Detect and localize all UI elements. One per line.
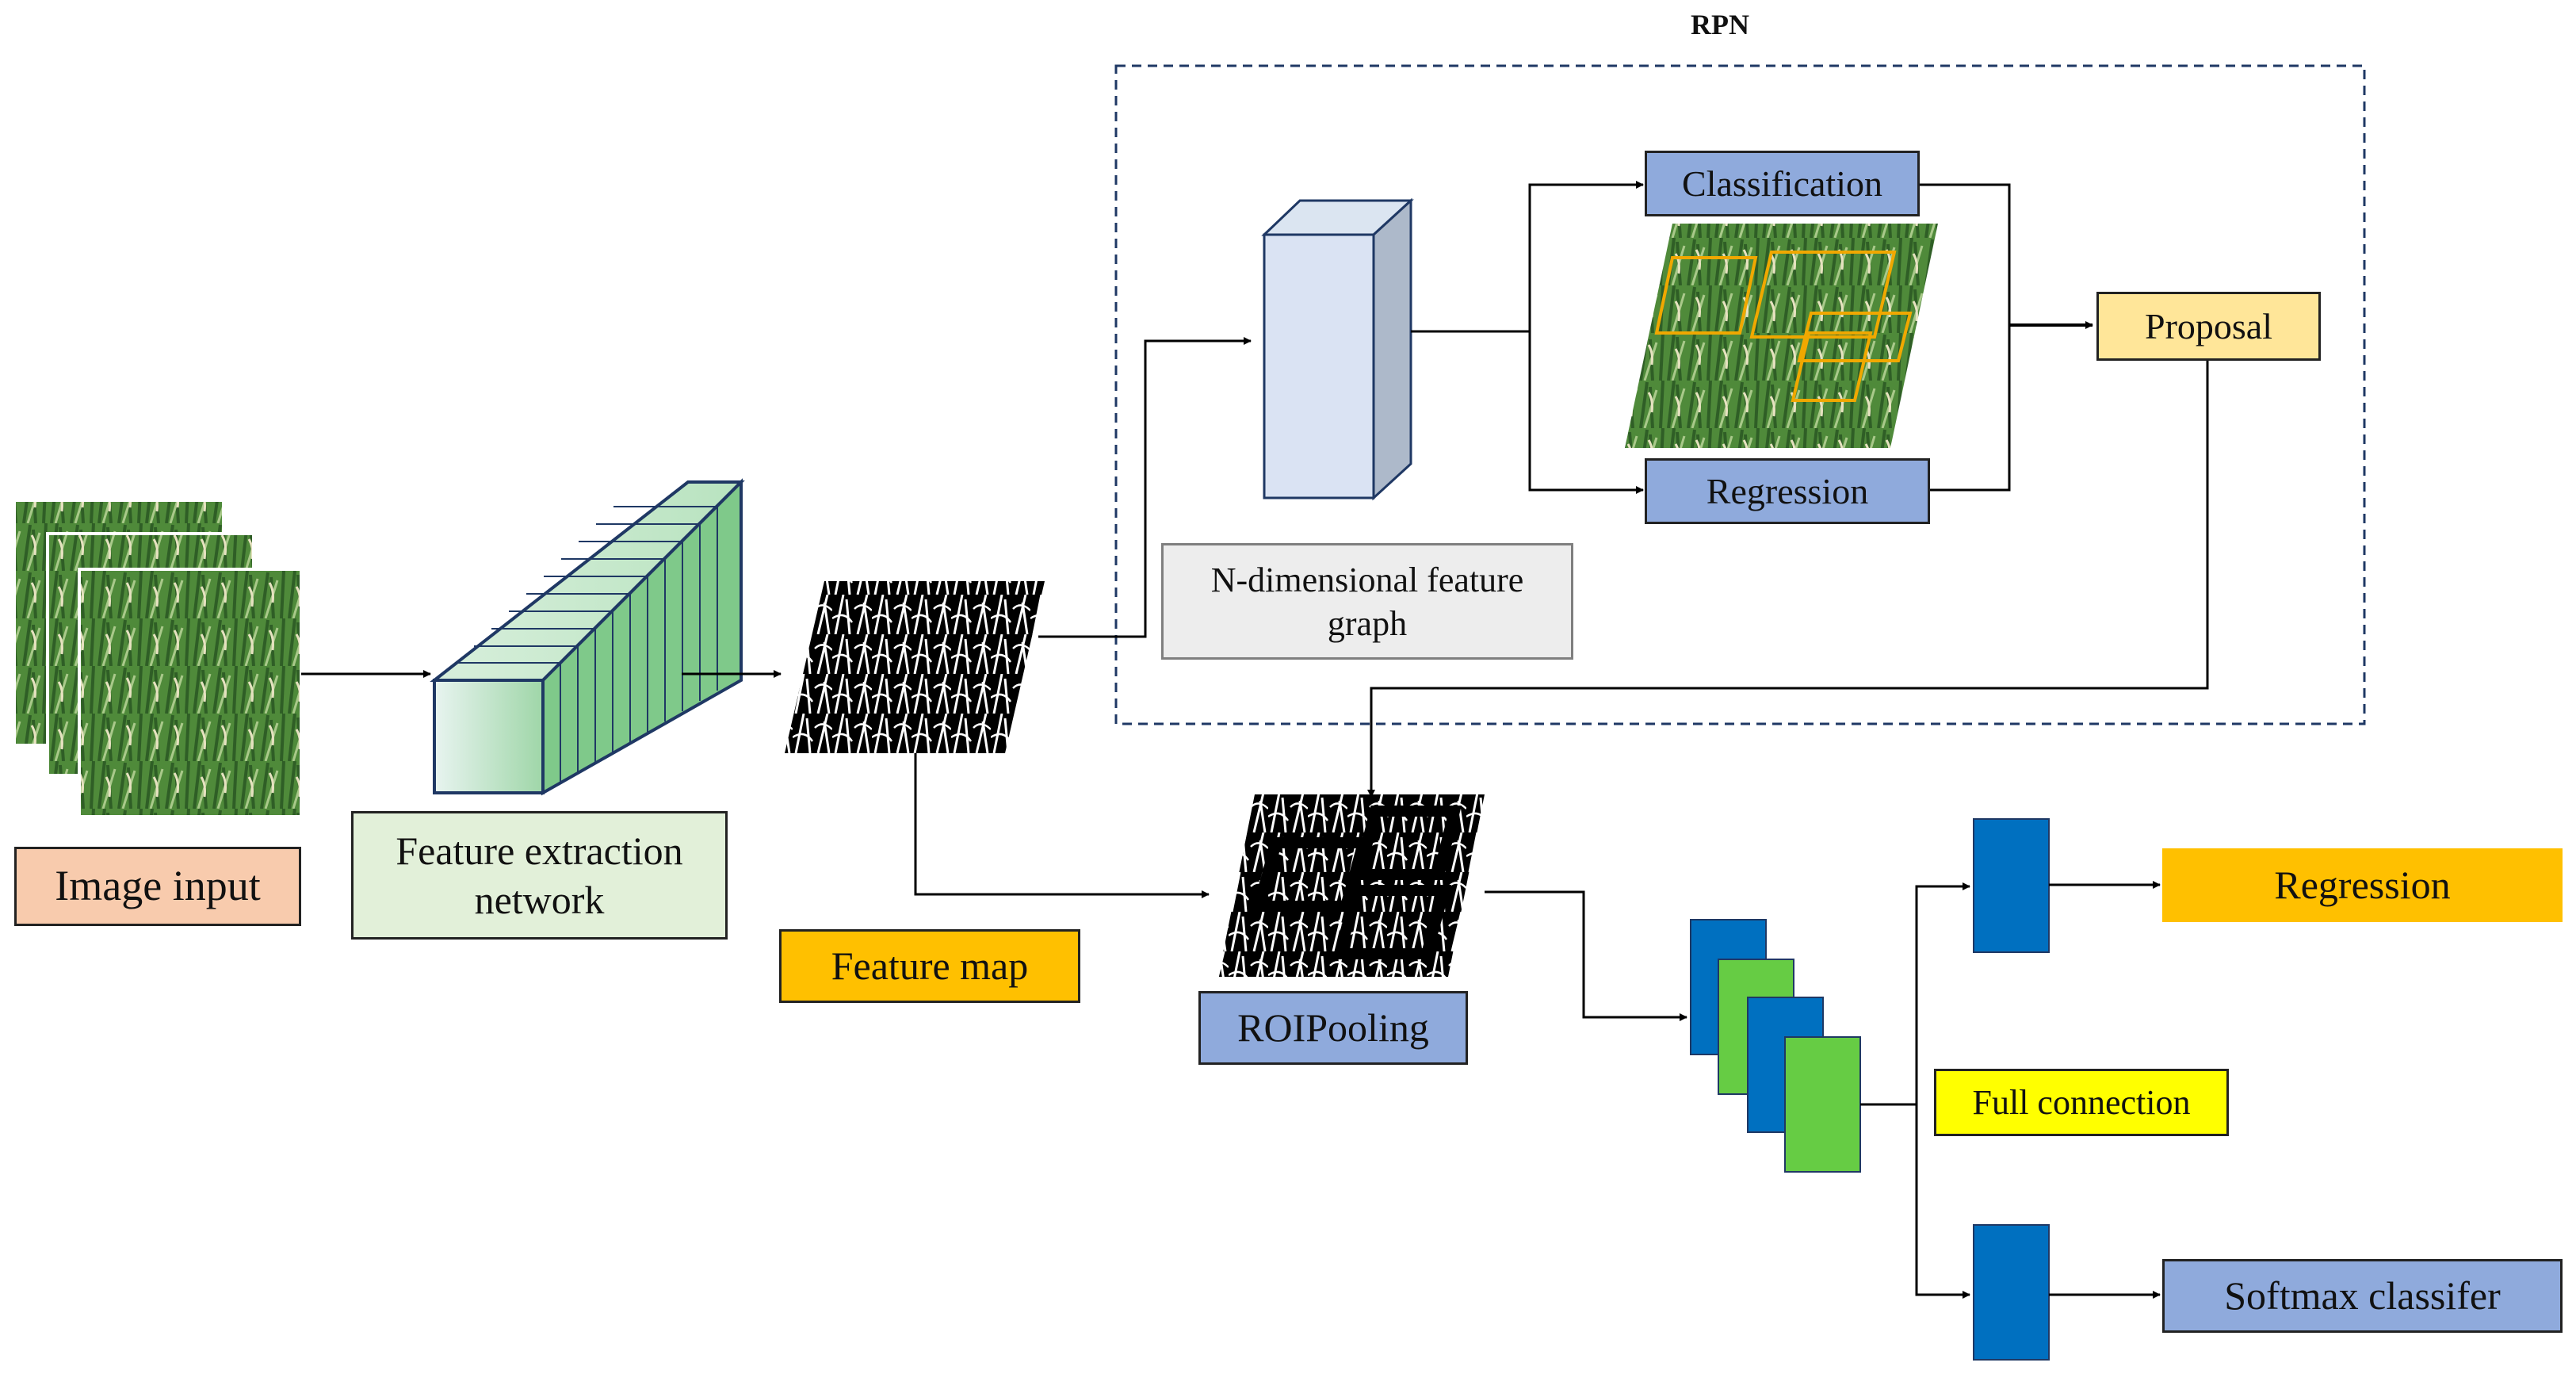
arrow-proposal-to-roi bbox=[1367, 361, 2209, 798]
arrow-featuremap-to-rpn bbox=[1038, 337, 1252, 638]
n-dim-block-side bbox=[1372, 197, 1412, 501]
feature-extraction-label: Feature extraction network bbox=[351, 811, 728, 940]
arrow-roi-to-fc bbox=[1485, 890, 1687, 1021]
classification-label: Classification bbox=[1645, 151, 1920, 216]
roi-pooling-image bbox=[1218, 794, 1485, 977]
arrow-to-rpn-regression bbox=[1528, 331, 1644, 494]
line-regression-out bbox=[1930, 325, 2011, 492]
arrow-to-classification bbox=[1528, 181, 1644, 331]
line-classification-out bbox=[1920, 183, 2011, 325]
rpn-frame bbox=[1114, 64, 2366, 725]
rpn-regression-label: Regression bbox=[1645, 458, 1930, 524]
feature-extraction-block bbox=[430, 478, 745, 796]
output-bar-top bbox=[1973, 818, 2050, 953]
full-connection-label: Full connection bbox=[1934, 1069, 2229, 1136]
extraction-block-front bbox=[433, 679, 545, 794]
regression-output-label: Regression bbox=[2162, 848, 2563, 922]
feature-map-image bbox=[785, 581, 1045, 753]
roi-pooling-label: ROIPooling bbox=[1198, 991, 1468, 1065]
arrow-to-bottom-branch bbox=[1915, 1104, 1970, 1299]
fc-bar-green-2 bbox=[1784, 1036, 1861, 1173]
proposal-label: Proposal bbox=[2096, 292, 2321, 361]
arrow-to-top-branch bbox=[1915, 882, 1970, 1104]
n-dimensional-block bbox=[1261, 197, 1414, 501]
rpn-title: RPN bbox=[1691, 9, 1749, 40]
output-bar-bottom bbox=[1973, 1224, 2050, 1361]
softmax-classifier-label: Softmax classifer bbox=[2162, 1259, 2563, 1333]
image-input-label: Image input bbox=[14, 847, 301, 926]
n-dim-feature-graph-label: N-dimensional feature graph bbox=[1161, 543, 1573, 660]
input-image-front bbox=[78, 568, 303, 818]
arrow-featuremap-to-roi bbox=[914, 753, 1210, 898]
rpn-detection-image bbox=[1625, 224, 1938, 448]
n-dim-block-front bbox=[1263, 233, 1375, 499]
feature-map-label: Feature map bbox=[779, 929, 1080, 1003]
input-image-stack bbox=[16, 502, 303, 818]
